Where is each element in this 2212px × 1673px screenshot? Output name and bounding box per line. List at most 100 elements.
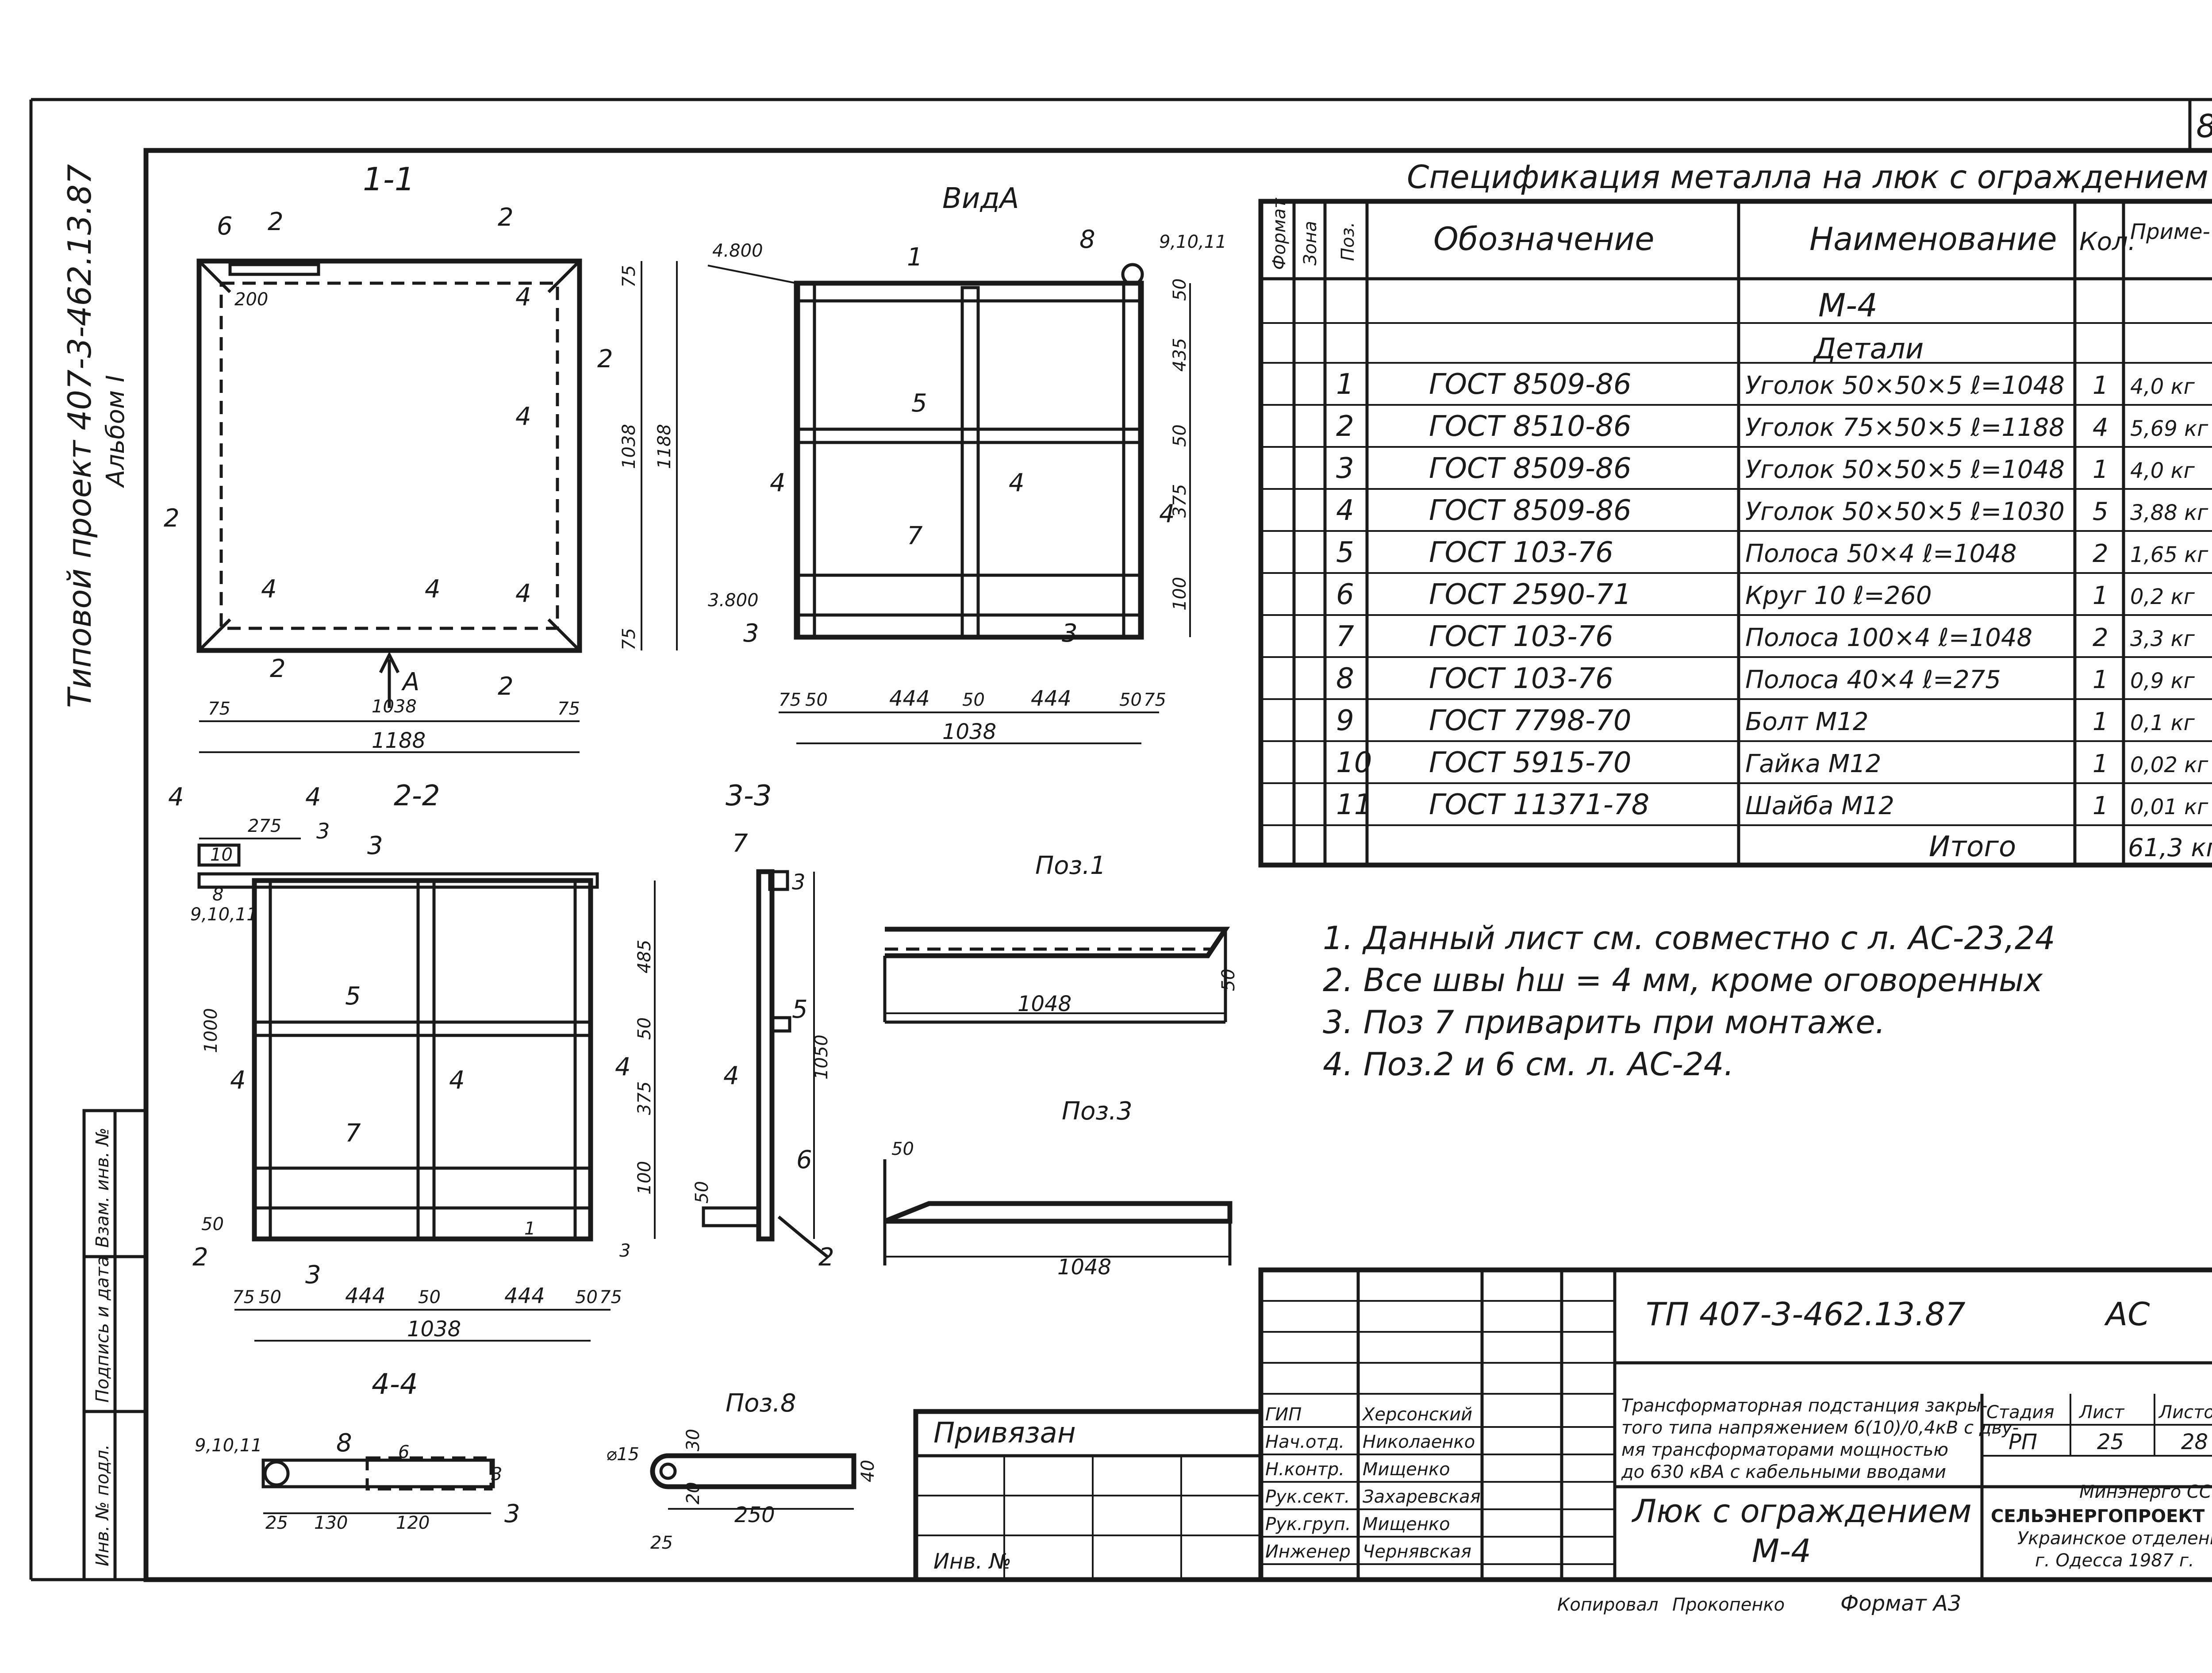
stage-value: РП (2008, 1430, 2037, 1454)
s33-pos-5: 5 (792, 995, 808, 1024)
section-3-mark-a: 3 (316, 819, 330, 844)
s22-dim-50b: 50 (634, 1017, 655, 1040)
view-a-dim-444a: 444 (889, 686, 930, 711)
spec-row-designation: ГОСТ 8509-86 (1429, 452, 1632, 485)
spec-row-note: 3,3 кг (2130, 627, 2195, 651)
view-a-dim-50b: 50 (1170, 424, 1190, 447)
dim-1188: 1188 (372, 728, 426, 753)
pos-label-4c: 4 (515, 579, 531, 608)
s33-pos-6: 6 (796, 1146, 812, 1174)
spec-total-label: Итого (1929, 831, 2016, 863)
drawing-title-1: Люк с ограждением (1631, 1492, 1972, 1530)
spec-row-pos: 8 (1336, 662, 1354, 695)
spec-row-qty: 1 (2093, 750, 2108, 778)
pos8-dim-40: 40 (858, 1460, 878, 1482)
sheets-label: Листов (2158, 1402, 2212, 1423)
spec-row-designation: ГОСТ 2590-71 (1429, 578, 1632, 611)
bound-label: Привязан (933, 1417, 1076, 1450)
view-a-dim-1038: 1038 (942, 719, 996, 744)
view-3-3-label: 3-3 (726, 780, 772, 812)
pos8-dim-30: 30 (683, 1429, 703, 1451)
note-item: 1. Данный лист см. совместно с л. АС-23,… (1323, 919, 2055, 957)
detail-pos1: Поз.1 1048 50 (883, 851, 1239, 1024)
spec-h-name: Наименование (1809, 220, 2057, 258)
dim-75-v1: 75 (619, 265, 639, 288)
spec-h-designation: Обозначение (1433, 220, 1655, 258)
view-4-4: 4-4 9,10,11 8 6 3 3 25 130 120 (195, 1368, 520, 1533)
s22-pos-4b: 4 (449, 1066, 465, 1095)
view-a-dim-75b: 75 (1144, 690, 1166, 710)
dim-200: 200 (234, 289, 268, 310)
spec-h-note: Приме-чание (2130, 219, 2212, 244)
spec-row-qty: 5 (2093, 497, 2108, 526)
dim-75-v2: 75 (619, 628, 639, 650)
s33-pos-3: 3 (792, 870, 806, 895)
s22-pos-7: 7 (345, 1119, 361, 1148)
s33-pos-7: 7 (732, 829, 748, 858)
spec-row-note: 0,9 кг (2130, 669, 2195, 693)
view-4-4-label: 4-4 (372, 1368, 418, 1401)
s22-dim-50d: 50 (418, 1287, 441, 1308)
spec-row-name: Уголок 50×50×5 ℓ=1030 (1745, 497, 2065, 526)
stamp-role: Рук.сект. (1265, 1487, 1350, 1507)
view-a-pos-4a: 4 (770, 469, 786, 497)
s44-dim-3: 3 (491, 1464, 502, 1485)
spec-row-qty: 1 (2093, 371, 2108, 400)
spec-row-note: 3,88 кг (2130, 500, 2208, 525)
view-a-dim-100: 100 (1170, 577, 1190, 611)
view-1-1-label: 1-1 (363, 161, 415, 198)
spec-row-designation: ГОСТ 8510-86 (1429, 410, 1632, 443)
sheet-label: Лист (2078, 1402, 2125, 1423)
spec-row-designation: ГОСТ 11371-78 (1429, 788, 1649, 821)
view-a-dim-444b: 444 (1031, 686, 1071, 711)
spec-row-name: Уголок 75×50×5 ℓ=1188 (1745, 413, 2065, 442)
spec-total-value: 61,3 кг (2128, 834, 2212, 862)
spec-row-pos: 9 (1336, 704, 1354, 737)
view-2-2-label: 2-2 (394, 780, 440, 812)
view-a-dim-375: 375 (1170, 484, 1190, 518)
org-4: г. Одесса 1987 г. (2035, 1550, 2194, 1571)
stamp-role: Н.контр. (1265, 1459, 1344, 1480)
spec-row-name: Полоса 100×4 ℓ=1048 (1745, 623, 2032, 652)
spec-row-qty: 1 (2093, 708, 2108, 736)
stage-label: Стадия (1986, 1402, 2054, 1423)
spec-row-note: 4,0 кг (2130, 458, 2195, 483)
pos-label-2d: 2 (270, 654, 286, 683)
s22-pos-4a: 4 (230, 1066, 246, 1095)
spec-row-designation: ГОСТ 103-76 (1429, 536, 1613, 569)
spec-row-qty: 1 (2093, 665, 2108, 694)
s22-pos-3b: 3 (619, 1241, 630, 1261)
view-a-pos-5: 5 (911, 389, 927, 418)
stamp-name: Чернявская (1363, 1542, 1471, 1562)
spec-row-name: Полоса 40×4 ℓ=275 (1745, 665, 2001, 694)
spec-row-pos: 5 (1336, 536, 1354, 569)
s44-dim-25: 25 (265, 1513, 288, 1533)
note-item: 4. Поз.2 и 6 см. л. АС-24. (1323, 1046, 1734, 1083)
pos-label-2b: 2 (597, 345, 613, 373)
s44-pos-3: 3 (504, 1500, 520, 1528)
s22-pos-2: 2 (192, 1243, 208, 1272)
elevation-3800: 3.800 (708, 590, 759, 611)
pos8-dim-20: 20 (683, 1482, 703, 1504)
pos-label-4e: 4 (425, 575, 441, 604)
spec-row-designation: ГОСТ 5915-70 (1429, 746, 1632, 779)
spec-group: М-4 (1818, 287, 1878, 324)
spec-row-pos: 7 (1336, 620, 1354, 653)
s22-dim-75b: 75 (599, 1287, 622, 1308)
s22-dim-1000: 1000 (201, 1008, 221, 1053)
spec-h-format: Формат (1269, 197, 1290, 270)
stamp-role: Рук.груп. (1265, 1514, 1351, 1535)
spec-row-designation: ГОСТ 8509-86 (1429, 368, 1632, 401)
pos1-dim-50: 50 (1218, 969, 1239, 991)
s33-dim-1050: 1050 (811, 1035, 832, 1080)
project-desc-2: того типа напряжением 6(10)/0,4кВ с дву- (1621, 1418, 2019, 1438)
sheets-value: 28 (2181, 1430, 2208, 1454)
spec-row-pos: 2 (1336, 410, 1354, 443)
spec-row-note: 1,65 кг (2130, 542, 2208, 567)
format-label: Формат А3 (1840, 1591, 1961, 1616)
view-a-frame (794, 281, 1144, 640)
spec-row-name: Шайба М12 (1745, 792, 1894, 820)
spec-row-designation: ГОСТ 103-76 (1429, 662, 1613, 695)
doc-code: ТП 407-3-462.13.87 (1646, 1296, 1966, 1333)
s22-dim-100: 100 (634, 1161, 655, 1195)
